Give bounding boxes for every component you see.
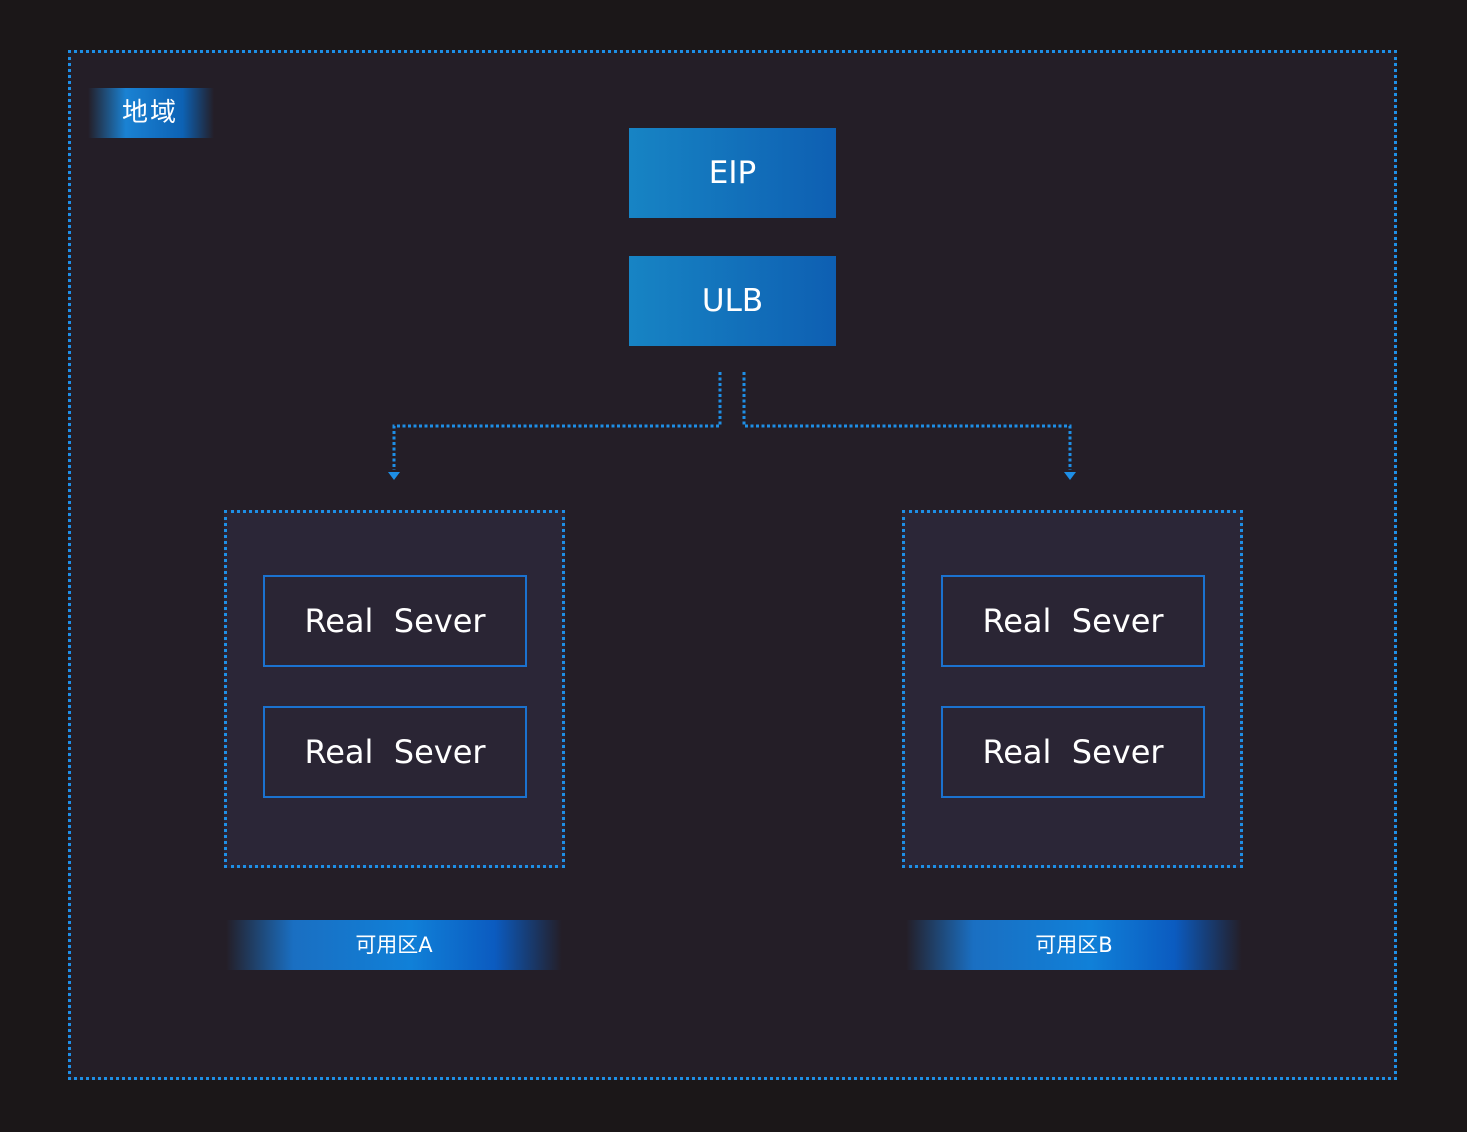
real-server-node: Real Sever bbox=[263, 706, 527, 798]
zone-a-box: Real Sever Real Sever bbox=[224, 510, 565, 868]
real-server-node: Real Sever bbox=[941, 706, 1205, 798]
zone-b-box: Real Sever Real Sever bbox=[902, 510, 1243, 868]
connector-left bbox=[392, 372, 722, 470]
arrow-down-icon bbox=[1064, 472, 1076, 480]
arrow-down-icon bbox=[388, 472, 400, 480]
real-server-node: Real Sever bbox=[263, 575, 527, 667]
ulb-node: ULB bbox=[629, 256, 836, 346]
eip-node: EIP bbox=[629, 128, 836, 218]
zone-a-label: 可用区A bbox=[226, 920, 562, 970]
connector-right bbox=[742, 372, 1072, 470]
real-server-node: Real Sever bbox=[941, 575, 1205, 667]
zone-b-label: 可用区B bbox=[906, 920, 1242, 970]
region-label: 地域 bbox=[88, 88, 214, 138]
